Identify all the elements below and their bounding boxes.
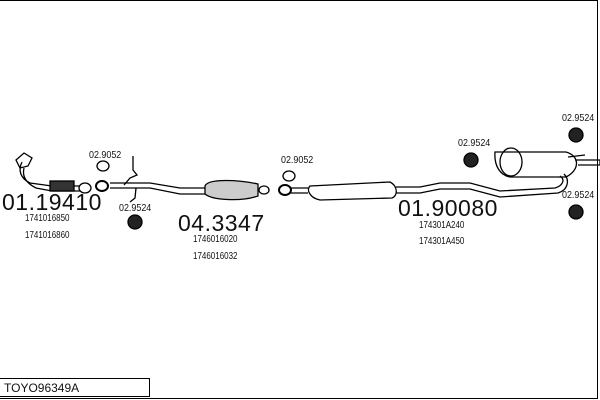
- hanger-icon: [127, 214, 143, 230]
- part-number-catalytic-converter: 04.3347: [178, 210, 265, 236]
- fitting-label: 02.9524: [458, 137, 491, 149]
- rear-muffler: [494, 147, 600, 178]
- gasket-icon: [96, 160, 110, 172]
- fitting-label: 02.9524: [562, 112, 595, 124]
- oem-number: 1741016860: [25, 230, 70, 241]
- oem-number: 1746016020: [193, 234, 238, 245]
- bracket-icon: [123, 156, 139, 203]
- oem-number: 174301A240: [419, 220, 465, 231]
- part-number-muffler: 01.90080: [398, 195, 498, 221]
- flange-ring-icon: [278, 184, 292, 196]
- flange-ring-icon: [95, 180, 109, 192]
- fitting-label: 02.9524: [119, 202, 152, 214]
- fitting-label: 02.9524: [562, 189, 595, 201]
- oem-number: 1746016032: [193, 251, 238, 262]
- hanger-icon: [568, 127, 584, 143]
- centre-muffler: [290, 173, 569, 201]
- fitting-label: 02.9052: [89, 149, 122, 161]
- oem-number: 1741016850: [25, 213, 70, 224]
- part-number-front-pipe: 01.19410: [2, 189, 102, 215]
- gasket-icon: [282, 170, 296, 182]
- hanger-icon: [568, 204, 584, 220]
- oem-number: 174301A450: [419, 236, 465, 247]
- hanger-icon: [463, 152, 479, 168]
- front-pipe: [15, 152, 92, 194]
- catalytic-converter: [110, 179, 270, 201]
- diagram-code: TOYO96349A: [0, 378, 150, 397]
- fitting-label: 02.9052: [281, 154, 314, 166]
